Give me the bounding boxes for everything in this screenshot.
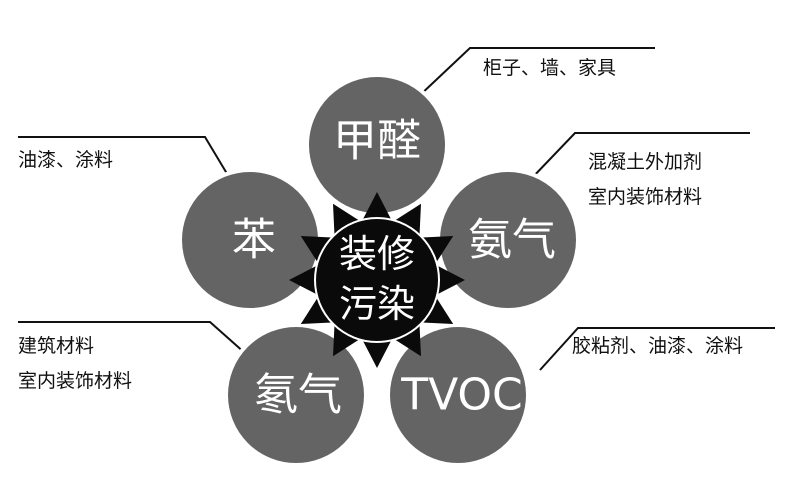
petal-radon: 氡气	[224, 323, 368, 467]
callout-line-tvoc	[539, 327, 775, 371]
callout-text-tvoc-1: 胶粘剂、油漆、涂料	[572, 335, 743, 357]
petal-formaldehyde: 甲醛	[305, 73, 449, 217]
petal-label-formaldehyde: 甲醛	[333, 116, 421, 167]
callout-line-radon	[18, 321, 256, 363]
center-label-line2: 污染	[339, 282, 415, 326]
petal-benzene: 苯	[178, 168, 322, 312]
center-node: 装修 污染	[289, 192, 465, 368]
petal-label-benzene: 苯	[232, 215, 276, 266]
callout-text-radon-1: 建筑材料	[18, 335, 94, 357]
callout-line-benzene	[18, 136, 233, 183]
callout-line-formaldehyde	[417, 47, 655, 98]
callout-text-formaldehyde-1: 柜子、墙、家具	[483, 57, 616, 79]
petal-tvoc: TVOC	[386, 323, 530, 467]
center-label-line1: 装修	[339, 232, 415, 276]
callout-line-ammonia	[529, 132, 750, 181]
petal-ammonia: 氨气	[436, 168, 580, 312]
callout-text-ammonia-2: 室内装饰材料	[588, 186, 702, 208]
petal-label-tvoc: TVOC	[400, 370, 523, 421]
callout-text-radon-2: 室内装饰材料	[18, 370, 132, 392]
petal-label-radon: 氡气	[254, 370, 342, 421]
callout-text-ammonia-1: 混凝土外加剂	[588, 151, 702, 173]
callout-text-benzene-1: 油漆、涂料	[18, 149, 113, 171]
petal-label-ammonia: 氨气	[468, 215, 556, 266]
